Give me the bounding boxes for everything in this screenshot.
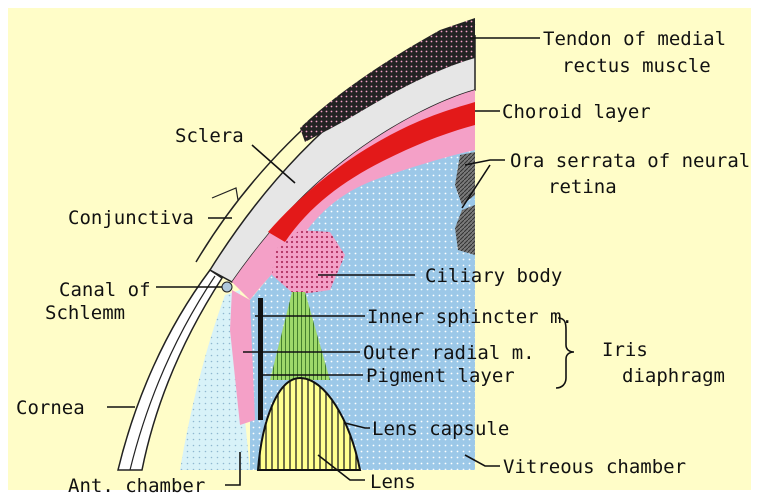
label-sclera: Sclera <box>175 125 244 147</box>
label-ora-line1: Ora serrata of neural <box>510 150 750 172</box>
label-iris-line1: Iris <box>602 339 648 361</box>
label-choroid: Choroid layer <box>502 101 651 123</box>
canal-of-schlemm-dot <box>222 282 232 292</box>
label-ciliary-body: Ciliary body <box>425 265 562 287</box>
label-lens-capsule: Lens capsule <box>372 418 509 440</box>
label-iris-line2: diaphragm <box>622 365 725 387</box>
label-conjunctiva: Conjunctiva <box>68 207 194 229</box>
label-canal-line2: Schlemm <box>45 302 125 324</box>
label-cornea: Cornea <box>16 397 85 419</box>
label-lens: Lens <box>370 471 416 493</box>
label-tendon-line2: rectus muscle <box>562 55 711 77</box>
label-inner-sphincter: Inner sphincter m. <box>367 306 573 328</box>
label-tendon-line1: Tendon of medial <box>543 28 726 50</box>
label-pigment-layer: Pigment layer <box>366 365 515 387</box>
label-canal-line1: Canal of <box>59 279 151 301</box>
label-ant-chamber: Ant. chamber <box>68 475 205 495</box>
label-ora-line2: retina <box>548 176 617 198</box>
label-vitreous-chamber: Vitreous chamber <box>503 456 686 478</box>
label-outer-radial: Outer radial m. <box>363 342 535 364</box>
